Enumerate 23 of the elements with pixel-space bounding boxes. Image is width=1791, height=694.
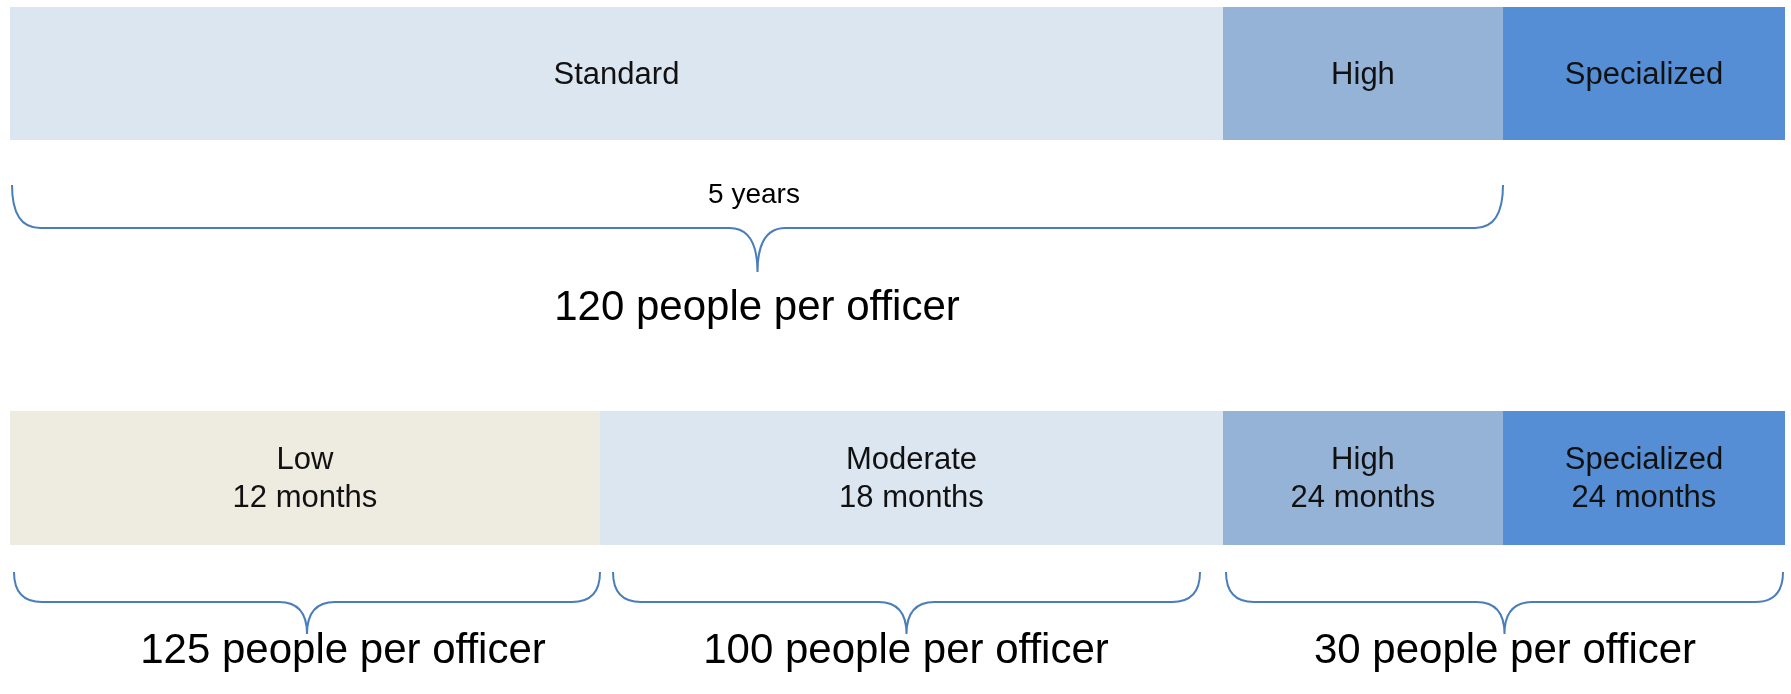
category-band [1503, 411, 1785, 545]
duration-label: 5 years [708, 178, 800, 210]
category-name: Moderate [846, 440, 977, 478]
duration-text: 24 months [1571, 478, 1717, 516]
category-name: High [1331, 440, 1395, 478]
duration-text: 24 months [1290, 478, 1436, 516]
category-band [1223, 411, 1503, 545]
category-name: High [1331, 54, 1395, 93]
category-name: Specialized [1564, 440, 1724, 478]
category-band [10, 7, 1223, 140]
category-name: Standard [553, 54, 680, 93]
duration-text: 18 months [839, 478, 984, 516]
category-band [1223, 7, 1503, 140]
ratio-label: 120 people per officer [554, 282, 960, 330]
category-band [10, 411, 600, 545]
ratio-label: 125 people per officer [140, 625, 546, 673]
category-name: Low [276, 440, 334, 478]
category-band [1503, 7, 1785, 140]
duration-text: 12 months [232, 478, 378, 516]
ratio-label: 30 people per officer [1313, 625, 1697, 673]
category-band [600, 411, 1223, 545]
ratio-label: 100 people per officer [703, 625, 1109, 673]
category-name: Specialized [1564, 54, 1724, 93]
